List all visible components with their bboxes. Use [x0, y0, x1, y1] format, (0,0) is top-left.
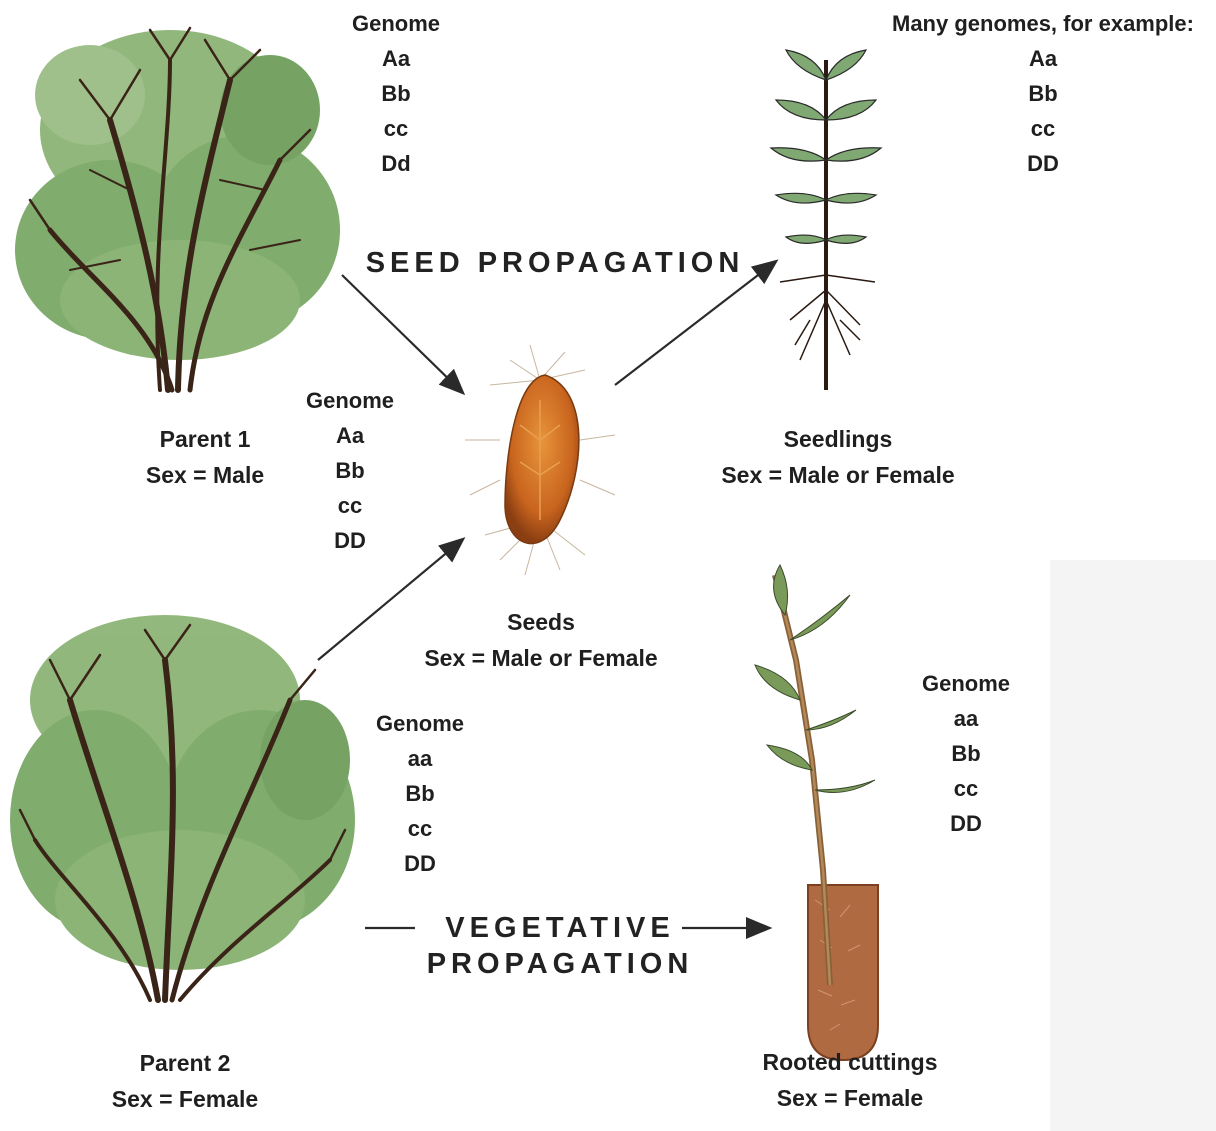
- gene: Bb: [360, 776, 480, 811]
- arrow-parent1-to-seed: [342, 275, 462, 392]
- gene: DD: [906, 806, 1026, 841]
- seedlings-caption: Seedlings Sex = Male or Female: [708, 421, 968, 493]
- gene: Bb: [876, 76, 1210, 111]
- gene: cc: [336, 111, 456, 146]
- parent1-tree-illustration: [15, 28, 340, 390]
- vegetative-propagation-label: VEGETATIVE PROPAGATION: [420, 910, 700, 982]
- seed-propagation-label: SEED PROPAGATION: [360, 247, 750, 280]
- gene: DD: [876, 146, 1210, 181]
- cuttings-name: Rooted cuttings: [730, 1044, 970, 1080]
- seeds-sex: Sex = Male or Female: [396, 640, 686, 676]
- parent2-canopy: [10, 615, 355, 970]
- gene: Bb: [290, 453, 410, 488]
- parent2-caption: Parent 2 Sex = Female: [85, 1045, 285, 1117]
- gene: aa: [360, 741, 480, 776]
- gene: cc: [876, 111, 1210, 146]
- genome-title: Many genomes, for example:: [876, 6, 1210, 41]
- gene: cc: [906, 771, 1026, 806]
- gene: Aa: [336, 41, 456, 76]
- genome-title: Genome: [336, 6, 456, 41]
- parent2-genome: Genome aa Bb cc DD: [360, 706, 480, 881]
- parent1-name: Parent 1: [100, 421, 310, 457]
- genome-title: Genome: [906, 666, 1026, 701]
- gene: Aa: [876, 41, 1210, 76]
- parent2-tree-illustration: [10, 615, 355, 1000]
- gene: Dd: [336, 146, 456, 181]
- cuttings-caption: Rooted cuttings Sex = Female: [730, 1044, 970, 1116]
- parent1-caption: Parent 1 Sex = Male: [100, 421, 310, 493]
- vegetative-label-line2: PROPAGATION: [420, 946, 700, 982]
- cuttings-sex: Sex = Female: [730, 1080, 970, 1116]
- seedlings-genome: Many genomes, for example: Aa Bb cc DD: [876, 6, 1210, 181]
- genome-title: Genome: [290, 383, 410, 418]
- gene: cc: [290, 488, 410, 523]
- parent2-sex: Sex = Female: [85, 1081, 285, 1117]
- parent1-sex: Sex = Male: [100, 457, 310, 493]
- parent2-name: Parent 2: [85, 1045, 285, 1081]
- seeds-name: Seeds: [396, 604, 686, 640]
- gene: cc: [360, 811, 480, 846]
- parent1-canopy: [15, 30, 340, 360]
- seeds-caption: Seeds Sex = Male or Female: [396, 604, 686, 676]
- genome-title: Genome: [360, 706, 480, 741]
- rooted-cutting-illustration: [755, 565, 878, 1060]
- gene: Bb: [906, 736, 1026, 771]
- seedlings-sex: Sex = Male or Female: [708, 457, 968, 493]
- vegetative-label-line1: VEGETATIVE: [420, 910, 700, 946]
- seeds-genome: Genome Aa Bb cc DD: [290, 383, 410, 558]
- seedlings-name: Seedlings: [708, 421, 968, 457]
- cuttings-genome: Genome aa Bb cc DD: [906, 666, 1026, 841]
- parent1-genome: Genome Aa Bb cc Dd: [336, 6, 456, 181]
- gene: Aa: [290, 418, 410, 453]
- seed-illustration: [465, 345, 615, 575]
- arrow-seed-to-seedling: [615, 262, 775, 385]
- gene: Bb: [336, 76, 456, 111]
- gene: DD: [360, 846, 480, 881]
- gene: DD: [290, 523, 410, 558]
- seedling-illustration: [771, 50, 881, 390]
- gene: aa: [906, 701, 1026, 736]
